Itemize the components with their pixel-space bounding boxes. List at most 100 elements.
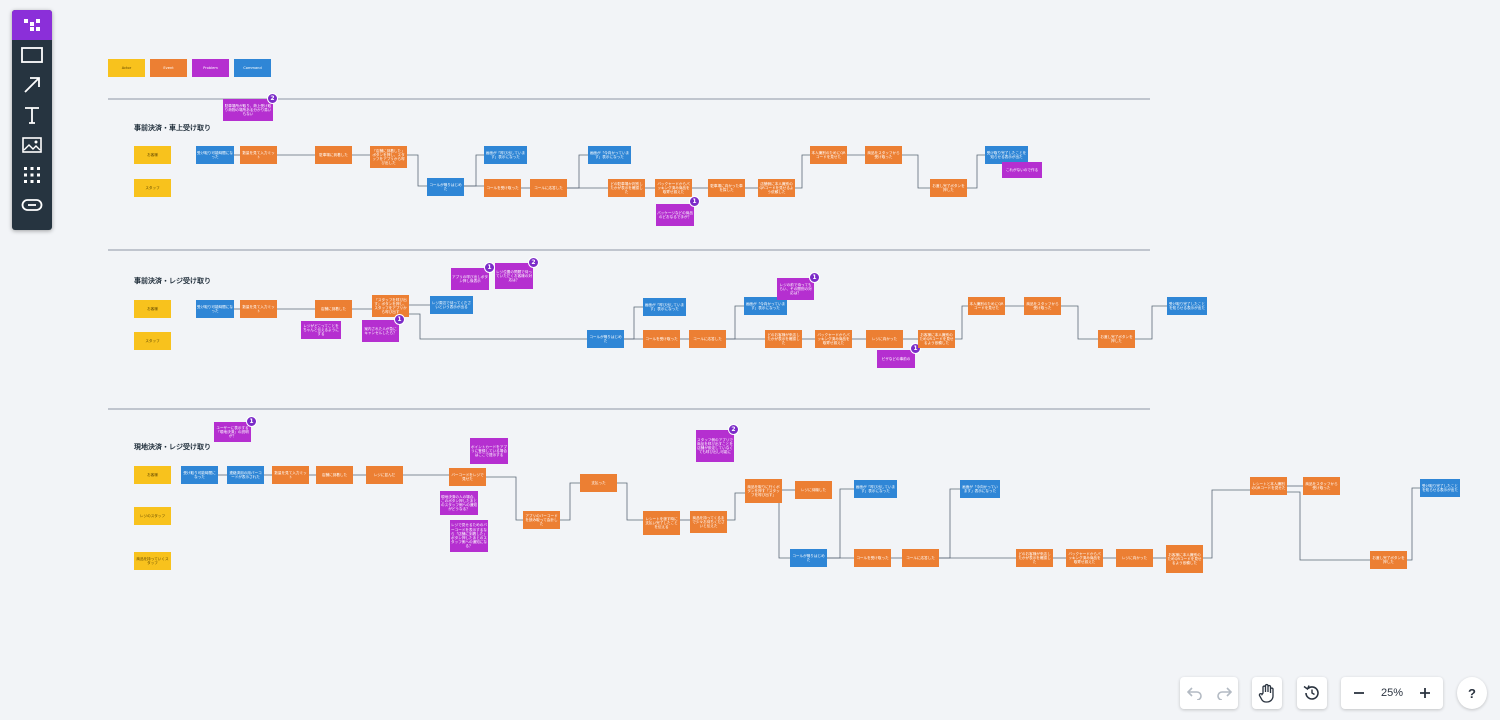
legend-problem[interactable]: Problem bbox=[192, 59, 229, 77]
card[interactable]: レシートと本人識別のQRコードを見せた bbox=[1250, 477, 1287, 495]
grid-tool-button[interactable] bbox=[12, 160, 52, 190]
lane-2-actor-staff[interactable]: スタッフ bbox=[134, 332, 171, 350]
card[interactable]: レジ周辺で待ってくださいという表示が出る bbox=[430, 296, 473, 314]
card[interactable]: お渡し完了ボタンを押した bbox=[930, 179, 967, 197]
help-button[interactable]: ? bbox=[1457, 677, 1487, 709]
card[interactable]: 店舗に到着した bbox=[315, 300, 352, 318]
card[interactable]: 画面が「呼び出しています」表示になった bbox=[484, 146, 527, 164]
card[interactable]: コールに応答した bbox=[902, 549, 939, 567]
comment-count-badge[interactable]: 1 bbox=[484, 262, 495, 273]
card[interactable]: 受け取り完了したことを知らせる表示が出た bbox=[1420, 479, 1460, 497]
history-button[interactable] bbox=[1297, 677, 1327, 709]
problem-note[interactable]: パッケージなどの商品のどおなるで手が？ bbox=[656, 204, 694, 226]
problem-note[interactable]: アプリの呼び出しボタン押し後表示 bbox=[451, 268, 489, 290]
card[interactable]: レジに並んだ bbox=[366, 466, 403, 484]
card[interactable]: コールを受け取った bbox=[854, 549, 891, 567]
card[interactable]: 店舗側に本人識別のQRコードを見せるよう依頼した bbox=[758, 179, 795, 197]
card[interactable]: アプリのバーコードを読み取って会計した bbox=[523, 511, 560, 529]
card[interactable]: 本人識別のためにQRコードを見せた bbox=[968, 297, 1005, 315]
card[interactable]: バーコードをレジで見せた bbox=[449, 468, 486, 486]
comment-count-badge[interactable]: 2 bbox=[728, 424, 739, 435]
card[interactable]: 連絡済用の用バーコードが表示された bbox=[227, 466, 264, 484]
card[interactable]: 数量を見て入力ミット bbox=[240, 146, 277, 164]
problem-note[interactable]: レジの前で待ってもらい、その間別の対応は？ bbox=[777, 278, 814, 300]
comment-count-badge[interactable]: 1 bbox=[394, 314, 405, 325]
card[interactable]: どのお客様が来店したかが表示を確認した bbox=[765, 330, 802, 348]
select-tool-button[interactable] bbox=[12, 10, 52, 40]
card[interactable]: バックヤードからパッキング済み商品を取寄せ揃えた bbox=[815, 330, 852, 348]
problem-note[interactable]: レジで見せるためのバーコードを表示するなら「店舗に到着した」ボタン押したあとのス… bbox=[450, 520, 488, 552]
card[interactable]: コールが鳴りはじめた bbox=[587, 330, 624, 348]
legend-actor[interactable]: Actor bbox=[108, 59, 145, 77]
card[interactable]: コールが鳴りはじめた bbox=[427, 178, 464, 196]
card[interactable]: 画面が「呼び出しています」表示になった bbox=[643, 298, 686, 316]
card[interactable]: 「店舗に到着した」ボタンを押し、スタッフをアプリから呼び出した bbox=[370, 146, 407, 168]
lane-2-actor-customer[interactable]: お客様 bbox=[134, 300, 171, 318]
card[interactable]: バックヤードからパッキング済み商品を取寄せ揃えた bbox=[655, 179, 692, 197]
problem-note[interactable]: 案内された人が急にキャンセルしたら？ bbox=[362, 320, 399, 342]
card[interactable]: どのお客様が来店したかが表示を確認した bbox=[1016, 549, 1053, 567]
card[interactable]: 画面が「今向かっています」表示になった bbox=[960, 480, 1000, 498]
redo-button[interactable] bbox=[1209, 677, 1238, 709]
lane-1-actor-customer[interactable]: お客様 bbox=[134, 146, 171, 164]
zoom-out-button[interactable] bbox=[1344, 677, 1374, 709]
problem-note[interactable]: これがないので作る bbox=[1002, 162, 1042, 178]
lane-3-actor-delivery-staff[interactable]: 商品を持っていくスタッフ bbox=[134, 552, 171, 570]
comment-count-badge[interactable]: 1 bbox=[689, 196, 700, 207]
card[interactable]: 商品を持ってくるまで少々お待ちくださいと伝えた bbox=[690, 511, 727, 533]
undo-button[interactable] bbox=[1180, 677, 1209, 709]
arrow-tool-button[interactable] bbox=[12, 70, 52, 100]
link-tool-button[interactable] bbox=[12, 190, 52, 220]
card[interactable]: レジに向かった bbox=[866, 330, 903, 348]
image-tool-button[interactable] bbox=[12, 130, 52, 160]
card[interactable]: 受け取り可能時間になった bbox=[181, 466, 218, 484]
problem-note[interactable]: スタッフ側のアプリで商品を呼び出すことを店舗が設定していなくても呼び出し可能に bbox=[696, 430, 734, 462]
problem-note[interactable]: 現地決済の人の場合、このボタン押したあとのスタッフ側への通知がどうなる？ bbox=[440, 491, 478, 515]
legend-command[interactable]: Command bbox=[234, 59, 271, 77]
card[interactable]: レシートを渡す時に支払い完了したことを伝える bbox=[643, 511, 680, 535]
card[interactable]: バックヤードからパッキング済み商品を取寄せ揃えた bbox=[1066, 549, 1103, 567]
card[interactable]: お客様に本人識別のためQRコードを見せるよう依頼した bbox=[1166, 545, 1203, 573]
card[interactable]: 数量を見て入力ミット bbox=[240, 300, 277, 318]
zoom-in-button[interactable] bbox=[1410, 677, 1440, 709]
lane-1-actor-staff[interactable]: スタッフ bbox=[134, 179, 171, 197]
card[interactable]: 受け取り完了したことを知らせる表示が出た bbox=[985, 146, 1028, 164]
card[interactable]: 支払った bbox=[580, 474, 617, 492]
pan-tool-button[interactable] bbox=[1252, 677, 1282, 709]
card[interactable]: どの駐車場か判別したかが表示を確認した bbox=[608, 179, 645, 197]
problem-note[interactable]: ポイントカードをアプリに登録している場合はここで提示する bbox=[470, 438, 508, 464]
card[interactable]: 商品をスタッフから受け取った bbox=[1303, 477, 1340, 495]
comment-count-badge[interactable]: 1 bbox=[910, 343, 921, 354]
comment-count-badge[interactable]: 2 bbox=[528, 257, 539, 268]
rectangle-tool-button[interactable] bbox=[12, 40, 52, 70]
card[interactable]: 駐車場に到着した bbox=[315, 146, 352, 164]
card[interactable]: 商品をスタッフから受け取った bbox=[1024, 297, 1061, 315]
card[interactable]: 「スタッフを呼び出す」ボタンを押し、スタッフをアプリから呼び出す bbox=[372, 295, 409, 317]
card[interactable]: お客様に本人識別のためQRコードを見せるよう依頼した bbox=[918, 330, 955, 348]
problem-note[interactable]: ピザなどの事前の bbox=[877, 350, 915, 368]
card[interactable]: コールを受け取った bbox=[643, 330, 680, 348]
text-tool-button[interactable] bbox=[12, 100, 52, 130]
comment-count-badge[interactable]: 1 bbox=[246, 416, 257, 427]
card[interactable]: レジに向かった bbox=[1116, 549, 1153, 567]
card[interactable]: 画面が「今向かっています」表示になった bbox=[744, 297, 787, 315]
card[interactable]: 店舗に到着した bbox=[316, 466, 353, 484]
card[interactable]: 本人識別のためにQRコードを見せた bbox=[810, 146, 847, 164]
lane-3-actor-customer[interactable]: お客様 bbox=[134, 466, 171, 484]
card[interactable]: お渡し完了ボタンを押した bbox=[1370, 551, 1407, 569]
card[interactable]: コールが鳴りはじめた bbox=[790, 549, 827, 567]
card[interactable]: 画面が「呼び出しています」表示になった bbox=[854, 480, 897, 498]
card[interactable]: 商品を取りに行くボタンを押す「スタッフを呼び出す」 bbox=[745, 479, 782, 503]
comment-count-badge[interactable]: 2 bbox=[267, 93, 278, 104]
card[interactable]: コールに応答した bbox=[689, 330, 726, 348]
problem-note[interactable]: レジがどこってことをちゃんと伝えるようにする bbox=[301, 321, 341, 339]
problem-note[interactable]: ユーザーに表示する「現地決済」の説明が？ bbox=[214, 422, 251, 442]
card[interactable]: 駐車場に向かった車を探した bbox=[708, 179, 745, 197]
card[interactable]: コールに応答した bbox=[530, 179, 567, 197]
problem-note[interactable]: 駐車場所が取り、荷上受け取り荷物の場所ある分かり易いもない bbox=[223, 99, 273, 121]
card[interactable]: 数量を見て入力ミット bbox=[272, 466, 309, 484]
card[interactable]: レジに待機した bbox=[795, 481, 832, 499]
card[interactable]: 受け取り可能時間になった bbox=[196, 300, 234, 318]
card[interactable]: 画面が「今向かっています」表示になった bbox=[588, 146, 631, 164]
